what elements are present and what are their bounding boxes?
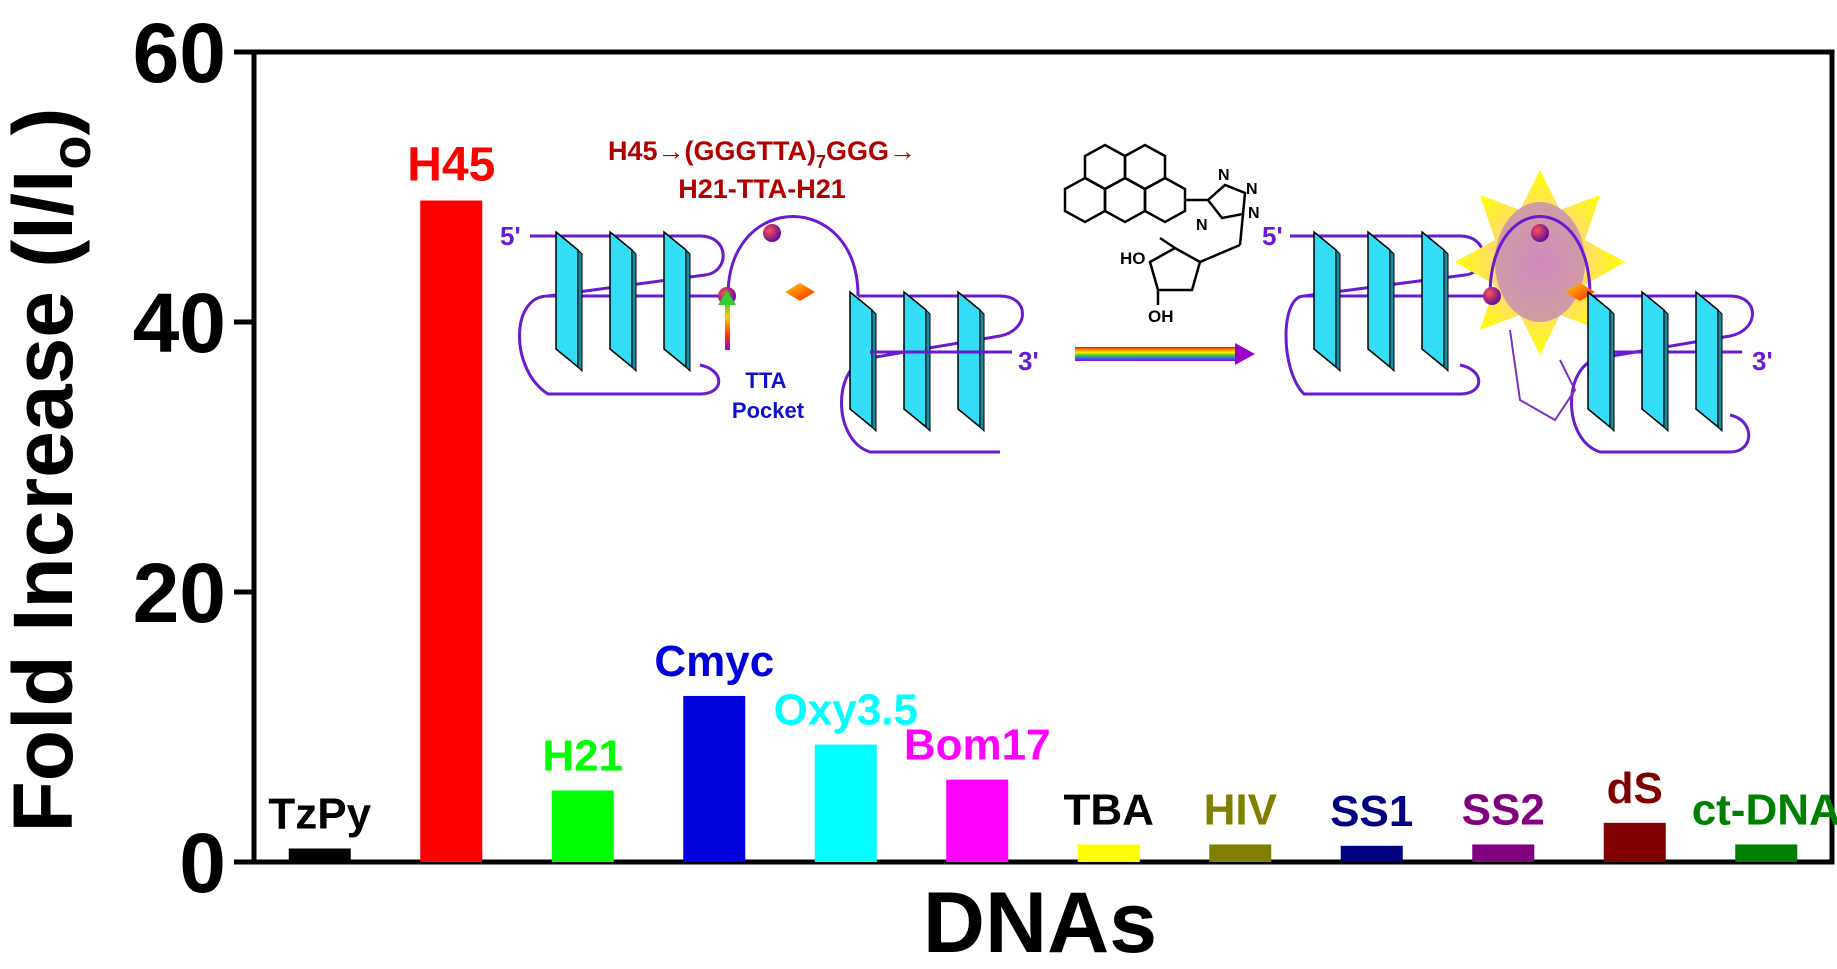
bar-cmyc <box>683 695 746 862</box>
g-quadruplex-left: 5' TTA Pocket 3' <box>500 215 1039 454</box>
molecule-label-ho: HO <box>1120 249 1146 268</box>
y-tick-label: 40 <box>133 276 226 370</box>
left-3prime-label: 3' <box>1018 346 1039 376</box>
reaction-arrow <box>1075 343 1255 365</box>
bar-label-ss1: SS1 <box>1330 787 1413 836</box>
molecule-label-n2: N <box>1246 181 1258 198</box>
plot-frame <box>251 49 1835 865</box>
right-3prime-label: 3' <box>1752 346 1773 376</box>
inset-sequence-line2: H21-TTA-H21 <box>678 174 846 204</box>
y-tick-label: 0 <box>179 816 226 910</box>
bar-tzpy <box>288 848 351 862</box>
y-tick-label: 20 <box>133 546 226 640</box>
g-quadruplex-right: 5' 3' <box>1262 170 1773 454</box>
bar-label-tba: TBA <box>1064 785 1154 834</box>
inset-sequence-line1: H45→(GGGTTA)7GGG→ <box>608 136 916 172</box>
bar-label-ss2: SS2 <box>1462 785 1545 834</box>
molecule-label-n1: N <box>1218 167 1230 184</box>
right-5prime-label: 5' <box>1262 221 1283 251</box>
molecule-label-oh: OH <box>1148 307 1174 326</box>
y-axis-label-main: Fold Increase (I/I <box>0 170 90 833</box>
y-axis-label-sub: o <box>39 135 102 169</box>
x-axis-label: DNAs <box>923 875 1157 969</box>
bar-ss1 <box>1340 845 1403 862</box>
molecule-label-n3: N <box>1248 205 1260 222</box>
bar-h45 <box>420 200 483 862</box>
bar-hiv <box>1209 844 1272 862</box>
bar-oxy3-5 <box>814 744 877 862</box>
bar-label-h45: H45 <box>407 139 495 192</box>
y-tick-label: 60 <box>133 6 226 100</box>
pyrene-nucleoside-molecule <box>1063 143 1247 305</box>
bar-label-ct-dna: ct-DNA <box>1692 785 1837 834</box>
bar-label-cmyc: Cmyc <box>654 637 774 686</box>
bar-bom17 <box>946 779 1009 862</box>
bar-tba <box>1077 844 1140 862</box>
bar-label-bom17: Bom17 <box>904 721 1051 770</box>
bar-h21 <box>551 790 614 862</box>
left-5prime-label: 5' <box>500 221 521 251</box>
molecule-label-n4: N <box>1196 217 1208 234</box>
bar-label-oxy3-5: Oxy3.5 <box>774 686 918 735</box>
bar-label-hiv: HIV <box>1204 785 1278 834</box>
inset-schematic: H45→(GGGTTA)7GGG→ H21-TTA-H21 5' TTA Poc… <box>500 136 1773 454</box>
pocket-label-tta: TTA <box>745 368 786 393</box>
bar-series <box>288 200 1798 862</box>
bar-ds <box>1603 822 1666 862</box>
bar-label-ds: dS <box>1607 764 1663 813</box>
bar-label-tzpy: TzPy <box>268 790 371 839</box>
y-axis-label: Fold Increase (I/Io) <box>0 107 102 832</box>
y-axis: 0 20 40 60 <box>133 6 254 910</box>
bar-label-h21: H21 <box>542 731 623 780</box>
pocket-label-pocket: Pocket <box>732 398 805 423</box>
bar-ss2 <box>1472 844 1535 862</box>
bar-ct-dna <box>1735 844 1798 862</box>
